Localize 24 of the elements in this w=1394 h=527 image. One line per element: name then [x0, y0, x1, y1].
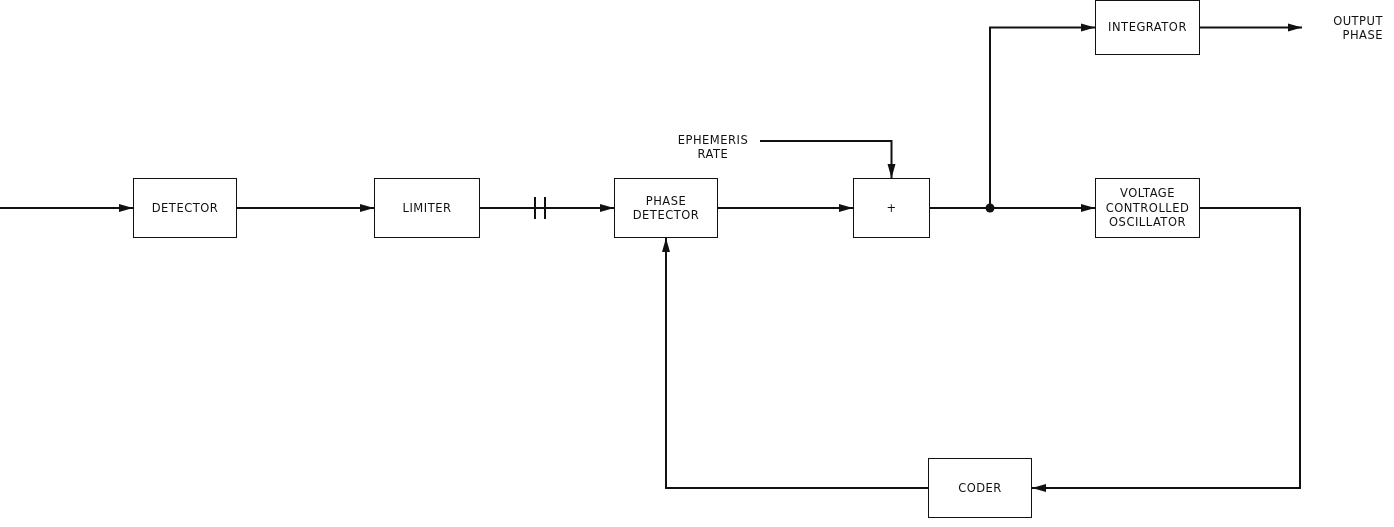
block-box — [374, 178, 480, 238]
block-label: INTEGRATOR — [1108, 20, 1187, 35]
arrow — [1199, 23, 1303, 32]
block-box — [1095, 178, 1200, 238]
block-label: VOLTAGE CONTROLLED OSCILLATOR — [1104, 186, 1191, 230]
arrow — [759, 140, 896, 179]
block-box — [614, 178, 718, 238]
arrow — [1031, 207, 1301, 492]
block-label: DETECTOR — [151, 200, 219, 216]
block-label: PHASE DETECTOR — [631, 193, 701, 223]
block-box — [133, 178, 237, 238]
arrow — [0, 204, 134, 212]
arrow — [236, 204, 375, 212]
arrow — [717, 204, 854, 212]
arrow — [479, 204, 615, 212]
block-box — [928, 458, 1032, 518]
block-label: EPHEMERIS RATE — [676, 132, 750, 162]
block-label: + — [886, 200, 897, 216]
block-box — [853, 178, 930, 238]
block-label: OUTPUT PHASE — [1332, 13, 1383, 43]
block-box — [1095, 0, 1200, 55]
block-label: LIMITER — [402, 200, 452, 216]
arrow — [662, 237, 929, 489]
block-label: CODER — [958, 480, 1002, 496]
